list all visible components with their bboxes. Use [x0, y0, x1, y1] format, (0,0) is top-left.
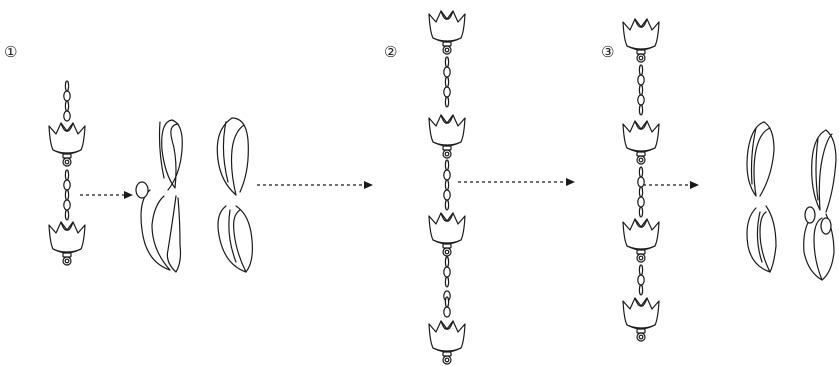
step-3-number: ③ — [601, 43, 614, 61]
arrow-to-step-2 — [257, 181, 373, 189]
step-1-chain — [48, 80, 86, 266]
separated-hook-pair-1 — [216, 117, 253, 273]
step-2-chain — [428, 10, 466, 302]
step-1-number: ① — [4, 43, 17, 61]
joined-hook-pair-1 — [135, 119, 183, 273]
step-2-number: ② — [384, 43, 397, 61]
arrow-to-step-3 — [458, 178, 575, 186]
step-2-loose-piece — [428, 296, 466, 365]
separated-hook-pair-3 — [746, 121, 777, 273]
joined-hook-pair-3 — [803, 129, 837, 281]
arrow-step1-to-links — [80, 191, 133, 199]
step-3-chain — [622, 18, 660, 342]
arrow-step3-to-links — [643, 181, 699, 189]
